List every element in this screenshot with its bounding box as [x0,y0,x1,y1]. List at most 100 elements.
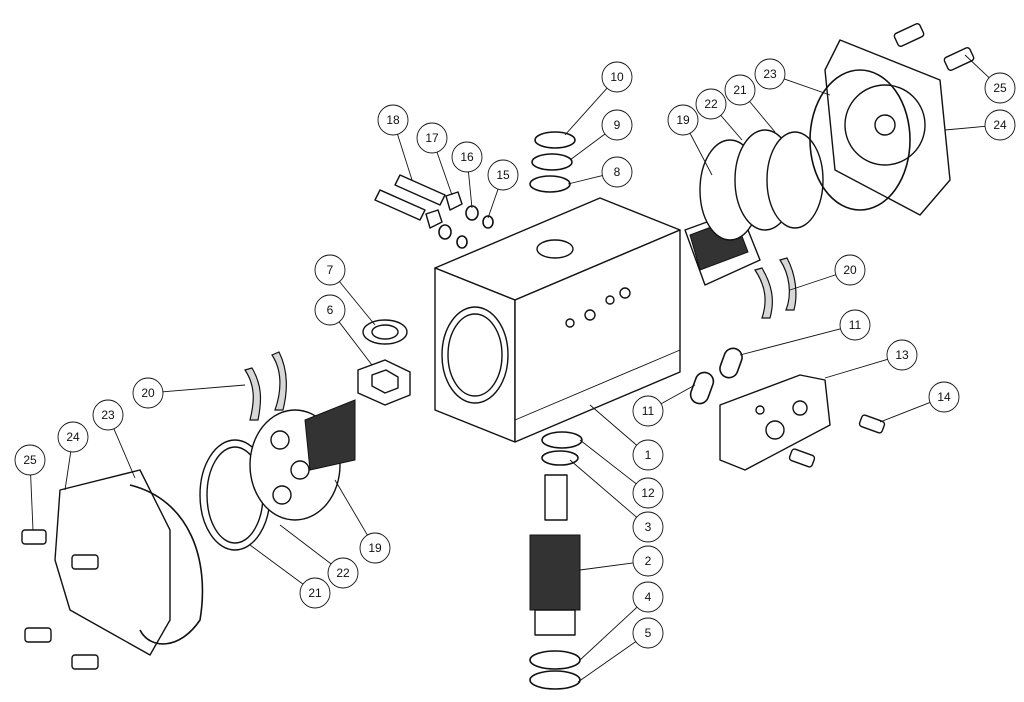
callout-7: 7 [314,254,376,326]
callout-bubble [451,141,483,173]
callout-19: 19 [667,104,713,176]
callout-24: 24 [57,421,89,491]
callout-bubble [57,421,89,453]
callout-19: 19 [334,479,391,564]
callout-number: 13 [895,348,909,362]
right-end-cap [809,23,975,216]
callout-number: 15 [496,168,510,182]
callout-bubble [327,557,359,589]
callout-18: 18 [377,104,413,181]
callout-bubble [632,439,664,471]
callout-number: 24 [993,118,1007,132]
callout-number: 23 [101,408,115,422]
callout-17: 17 [416,122,453,196]
callout-bubble [299,577,331,609]
left-end-cap [21,469,204,670]
leader-line [113,428,136,479]
callout-20: 20 [789,254,866,291]
leader-line [577,641,636,683]
callout-bubble [632,581,664,613]
callout-number: 21 [733,83,747,97]
leader-line [879,402,931,423]
callout-20: 20 [132,377,246,409]
callout-number: 23 [763,67,777,81]
leader-line [944,125,986,131]
leader-line [579,606,638,661]
callout-bubble [92,399,124,431]
callout-number: 4 [645,590,652,604]
callout-4: 4 [579,581,664,661]
leader-line [162,384,246,393]
leader-line [569,133,606,161]
callout-10: 10 [564,61,633,136]
callout-number: 11 [642,404,655,418]
leader-line [339,281,376,326]
callout-number: 9 [614,118,621,132]
callout-number: 8 [614,165,621,179]
leader-line [789,274,836,291]
callout-23: 23 [754,58,831,96]
callout-21: 21 [724,74,776,133]
callout-bubble [632,545,664,577]
callout-number: 10 [610,70,624,84]
callout-bubble [886,339,918,371]
leader-line [487,189,499,219]
leader-line [334,479,368,536]
callout-number: 14 [937,390,951,404]
callout-number: 21 [308,586,322,600]
leader-line [338,321,373,366]
callout-number: 25 [23,453,37,467]
callout-14: 14 [879,381,960,423]
callout-number: 25 [993,81,1007,95]
leader-line [964,54,990,79]
callout-number: 19 [676,113,690,127]
callout-number: 6 [327,303,334,317]
actuator-body [434,197,681,443]
callout-number: 7 [327,263,334,277]
stop-screws [374,174,494,249]
leader-line [660,384,696,405]
callout-bubble [984,72,1016,104]
callout-number: 20 [843,263,857,277]
callout-22: 22 [695,88,743,141]
callout-number: 22 [336,566,350,580]
leader-line [720,115,743,141]
cover-plate [689,347,886,471]
callout-24: 24 [944,109,1016,141]
leader-line [569,459,637,518]
callout-number: 2 [645,554,652,568]
callout-11: 11 [632,384,696,427]
callout-number: 17 [425,131,439,145]
callout-bubble [314,294,346,326]
callout-12: 12 [579,439,664,509]
callout-25: 25 [964,54,1016,104]
leader-line [567,175,603,185]
leader-line [397,134,413,181]
leader-line [749,101,776,133]
callout-3: 3 [569,459,664,543]
leader-line [564,87,608,136]
callout-bubble [724,74,756,106]
callout-15: 15 [487,159,519,219]
callout-bubble [928,381,960,413]
leader-line [64,451,72,491]
callout-number: 24 [66,430,80,444]
callout-11: 11 [739,309,871,356]
callout-number: 5 [645,626,652,640]
callout-number: 1 [645,448,652,462]
callout-1: 1 [589,404,664,471]
callout-bubble [14,444,46,476]
leader-line [30,474,34,531]
left-piston [199,351,356,551]
callout-number: 22 [704,97,718,111]
indicator-parts [357,319,411,406]
callout-bubble [359,532,391,564]
callout-bubble [667,104,699,136]
callout-25: 25 [14,444,46,531]
callout-23: 23 [92,399,136,479]
callout-number: 3 [645,520,652,534]
leader-line [249,544,304,585]
callout-bubble [377,104,409,136]
callout-bubble [314,254,346,286]
